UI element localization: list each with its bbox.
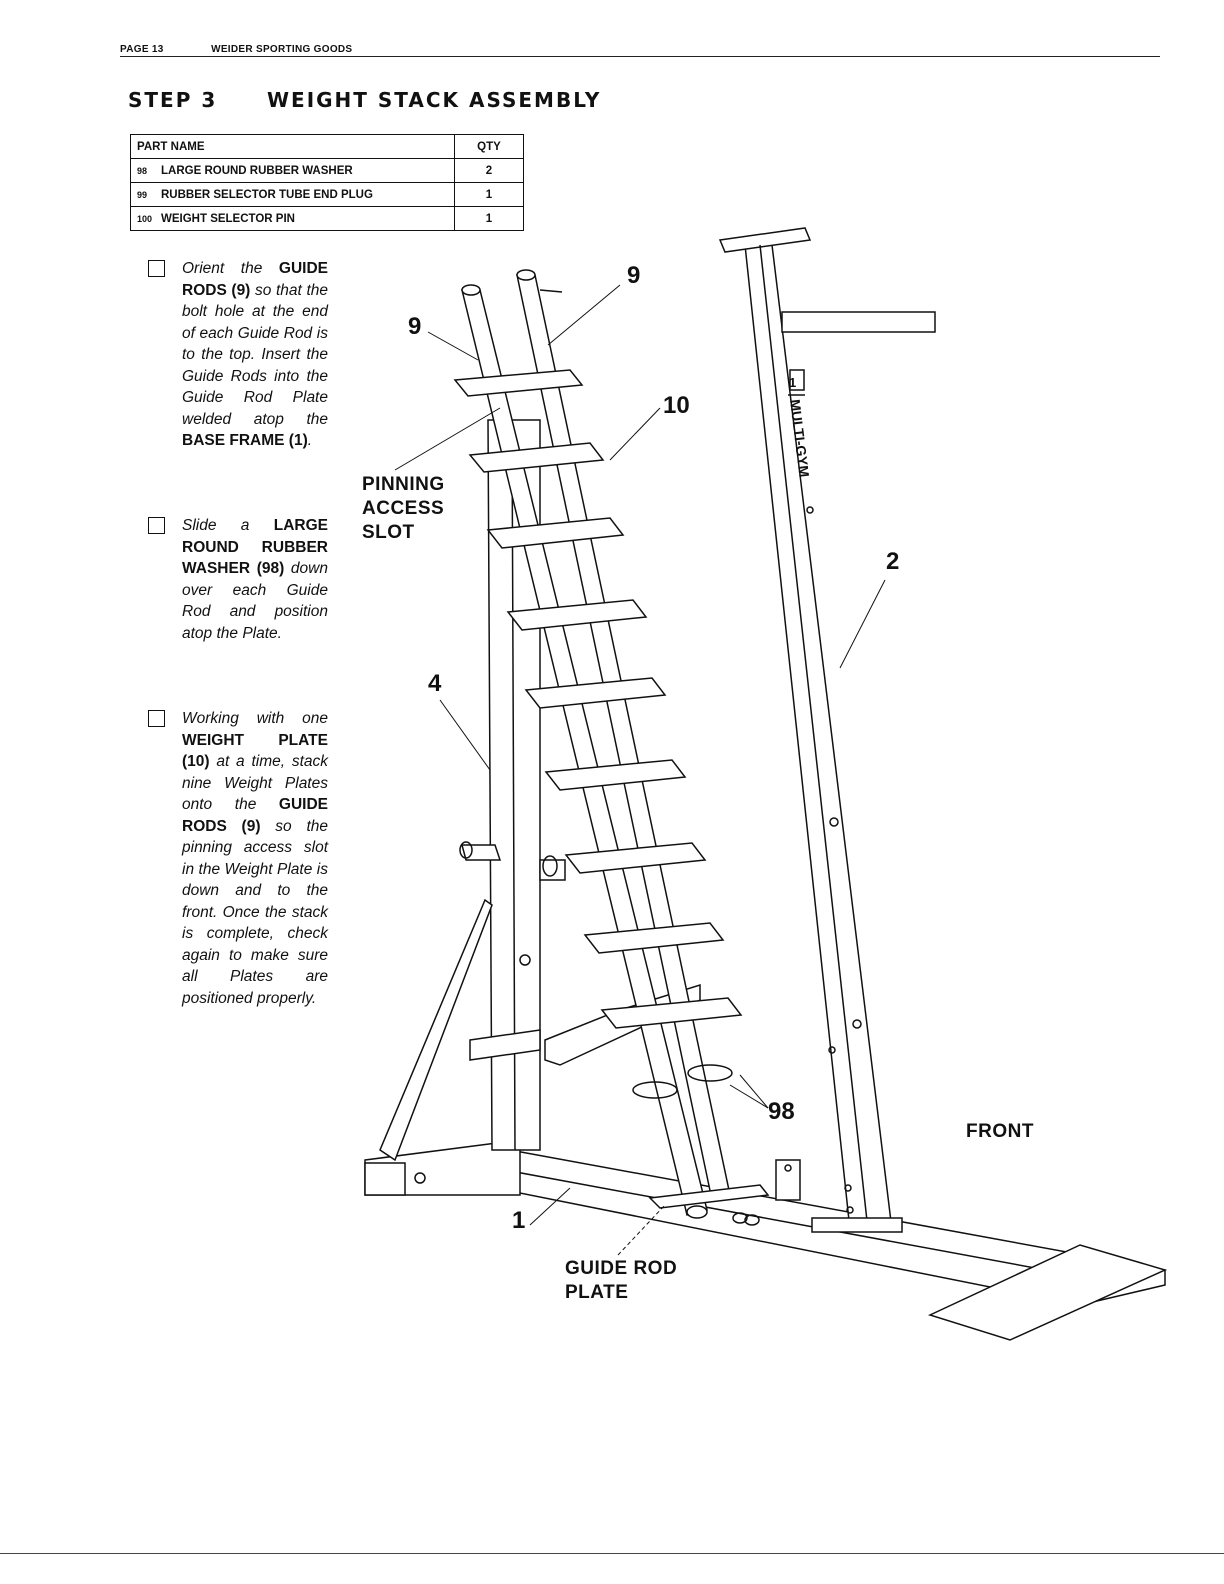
part-qty: 1 — [454, 206, 524, 231]
step-number: STEP 3 — [128, 88, 218, 112]
part-name: WEIGHT SELECTOR PIN — [161, 212, 295, 225]
instruction-fragment: at a time, stack nine Weight Plates onto… — [182, 753, 328, 813]
instruction-step-2: Slide a LARGE ROUND RUBBER WASHER (98) d… — [148, 515, 328, 644]
label-guide-rod-plate: GUIDE ROD PLATE — [565, 1257, 677, 1305]
callout-guide-rod-right: 9 — [627, 262, 641, 289]
upright-frame — [718, 227, 936, 1233]
part-number: 99 — [137, 189, 148, 200]
table-row: 99 RUBBER SELECTOR TUBE END PLUG 1 — [130, 182, 524, 207]
part-number: 100 — [137, 213, 153, 224]
part-name-cell: 98 LARGE ROUND RUBBER WASHER — [130, 158, 455, 183]
callout-guide-rod-left: 9 — [408, 313, 422, 340]
callout-rear-post: 4 — [428, 670, 442, 697]
leader-lines — [394, 284, 886, 1256]
label-front: FRONT — [966, 1121, 1034, 1142]
instruction-text: Orient the GUIDE RODS (9) so that the bo… — [182, 258, 328, 452]
header-rule — [120, 56, 1160, 57]
instruction-fragment: Working with one — [182, 710, 328, 727]
step-heading: STEP 3 WEIGHT STACK ASSEMBLY — [128, 88, 601, 112]
instruction-text: Slide a LARGE ROUND RUBBER WASHER (98) d… — [182, 515, 328, 644]
part-name-cell: 100 WEIGHT SELECTOR PIN — [130, 206, 455, 231]
instruction-fragment: Slide a — [182, 517, 274, 534]
instruction-part-ref: GUIDE RODS (9) — [182, 260, 328, 299]
instruction-step-3: Working with one WEIGHT PLATE (10) at a … — [148, 708, 328, 1009]
base-frame — [364, 1139, 1168, 1341]
page-number: PAGE 13 — [120, 44, 164, 55]
label-line: SLOT — [362, 522, 415, 543]
callout-weight-plate: 10 — [663, 392, 690, 419]
instruction-fragment: . — [307, 432, 313, 449]
footer-rule — [0, 1553, 1224, 1554]
instruction-part-ref: WEIGHT PLATE (10) — [182, 731, 328, 771]
step-title: WEIGHT STACK ASSEMBLY — [266, 88, 602, 112]
instruction-fragment: so that the bolt hole at the end of each… — [182, 281, 328, 428]
instruction-fragment: down over each Guide Rod and position at… — [182, 560, 328, 642]
instruction-part-ref: LARGE ROUND RUBBER WASHER (98) — [182, 517, 328, 577]
label-line: PLATE — [565, 1282, 629, 1303]
instruction-step-1: Orient the GUIDE RODS (9) so that the bo… — [148, 258, 328, 452]
instruction-text: Working with one WEIGHT PLATE (10) at a … — [182, 708, 328, 1009]
checkbox[interactable] — [148, 260, 165, 277]
decal-number: 1 — [789, 375, 796, 390]
table-row: 100 WEIGHT SELECTOR PIN 1 — [130, 206, 524, 231]
weight-plates — [453, 369, 770, 1209]
rubber-washers — [632, 1064, 733, 1099]
label-line: PINNING — [362, 474, 445, 495]
part-name-cell: 99 RUBBER SELECTOR TUBE END PLUG — [130, 182, 455, 207]
label-pinning-access-slot: PINNING ACCESS SLOT — [362, 473, 445, 545]
callout-washers: 98 — [768, 1098, 795, 1125]
instruction-part-ref: GUIDE RODS (9) — [182, 796, 328, 835]
part-name: RUBBER SELECTOR TUBE END PLUG — [161, 188, 373, 201]
column-header-part-name: PART NAME — [130, 134, 455, 159]
instruction-part-ref: BASE FRAME (1) — [182, 432, 308, 449]
label-line: ACCESS — [362, 498, 445, 519]
instruction-fragment: Orient the — [182, 260, 279, 277]
company-name: WEIDER SPORTING GOODS — [211, 44, 353, 55]
callout-upright: 2 — [886, 548, 900, 575]
callout-base-frame: 1 — [512, 1207, 526, 1234]
checkbox[interactable] — [148, 710, 165, 727]
instruction-fragment: so the pinning access slot in the Weight… — [182, 817, 328, 1007]
part-name: LARGE ROUND RUBBER WASHER — [161, 164, 353, 177]
checkbox[interactable] — [148, 517, 165, 534]
label-line: GUIDE ROD — [565, 1258, 678, 1279]
part-qty: 1 — [454, 182, 524, 207]
part-number: 98 — [137, 165, 148, 176]
page-header: PAGE 13 WEIDER SPORTING GOODS — [120, 44, 1160, 55]
